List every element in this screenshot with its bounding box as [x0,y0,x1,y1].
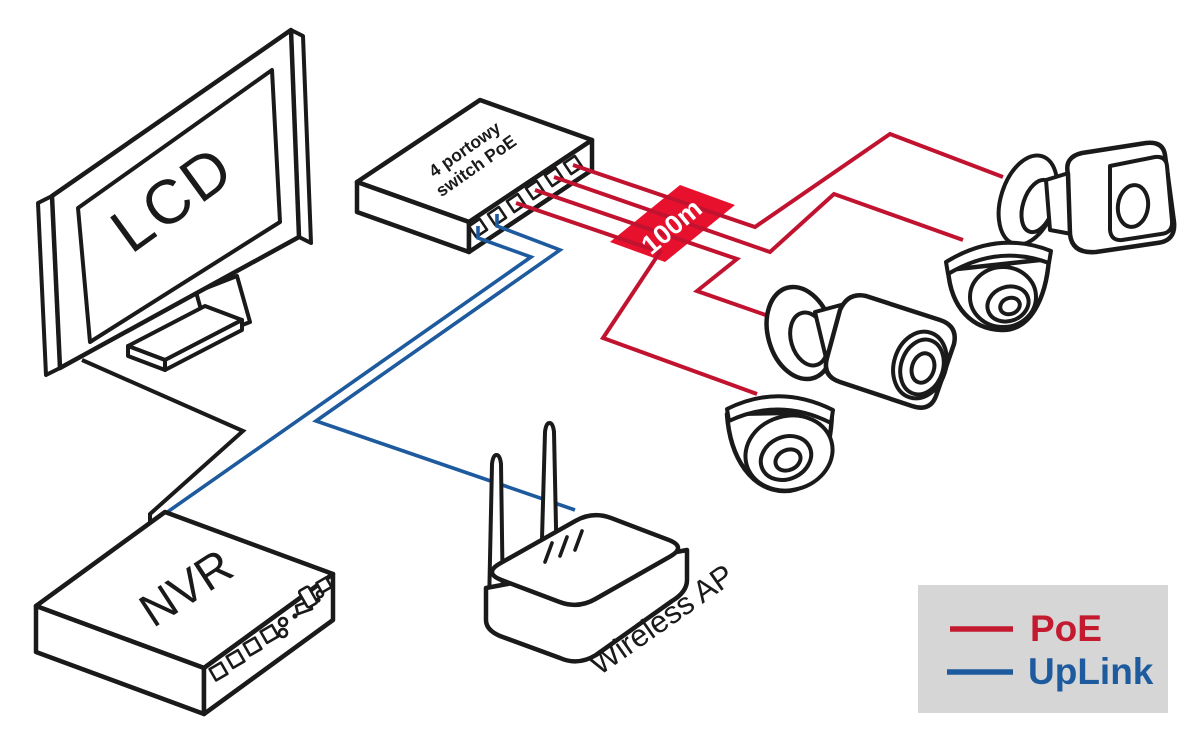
bullet-camera-2 [764,284,957,410]
legend: PoE UpLink [918,585,1168,713]
dome-camera-2 [724,394,835,494]
nvr-ports [208,576,333,682]
wireless-ap-device: Wireless AP [483,421,740,682]
camera-lens [1115,183,1151,229]
distance-badge [610,185,735,262]
dome-lens [758,434,814,482]
legend-label-uplink: UpLink [1028,651,1154,692]
ap-vents [543,529,584,564]
legend-panel [918,585,1168,713]
poe-cable-4 [515,201,758,396]
lcd-monitor: LCD [36,27,313,377]
uplink-cable-ap [312,214,576,512]
dome-brim [944,240,1053,276]
poe-switch: 4 portowy switch PoE [354,97,595,255]
dome-lens [985,284,1031,324]
monitor-stand [126,274,252,372]
poe-cable-3 [534,188,781,322]
legend-label-poe: PoE [1030,608,1102,649]
dome-brim [725,394,835,425]
nvr-device: NVR [33,509,336,717]
dome-camera-1 [944,240,1053,333]
poe-cable-2 [553,175,964,255]
monitor-screen [76,68,282,344]
ap-body-top [489,512,681,608]
bullet-camera-1 [996,140,1177,255]
poe-cable-1 [572,131,1004,230]
